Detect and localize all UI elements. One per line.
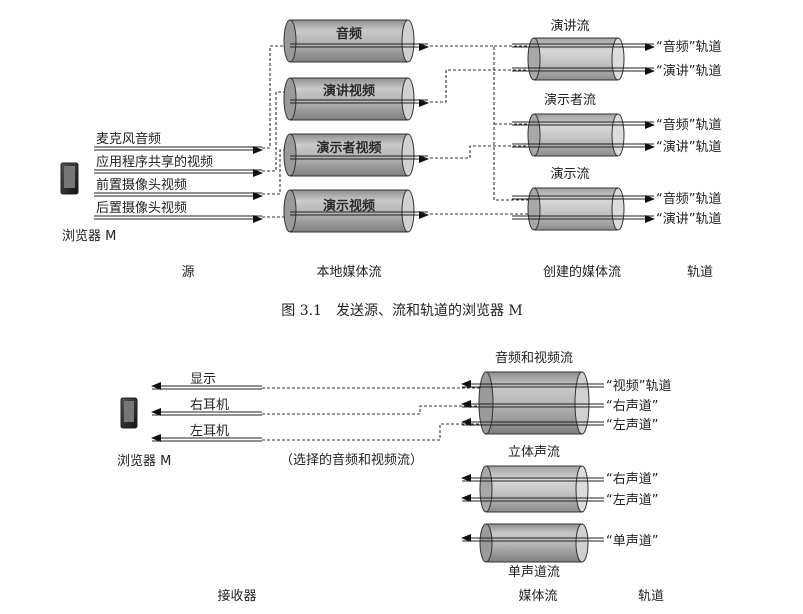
source-app-share-video: 应用程序共享的视频 <box>96 154 213 170</box>
track-right-channel-1: “右声道” <box>606 399 658 414</box>
source-front-camera-video: 前置摄像头视频 <box>96 177 187 193</box>
output-arrows <box>151 382 262 442</box>
output-left-earphone: 左耳机 <box>190 424 229 439</box>
fig1-column-tracks: 轨道 <box>687 265 713 280</box>
local-stream-track-arrows <box>290 43 429 219</box>
source-to-stream-links <box>262 45 288 218</box>
source-mic-audio: 麦克风音频 <box>96 131 161 147</box>
created-stream-lecture <box>527 37 625 81</box>
local-stream-audio: 音频 <box>283 19 415 63</box>
av-stream-cylinder <box>478 371 590 435</box>
track-right-channel-2: “右声道” <box>606 472 658 487</box>
created-stream-demo <box>527 187 625 231</box>
local-stream-lecture-video-label: 演讲视频 <box>323 83 375 99</box>
track-label-audio-3: “音频”轨道 <box>656 191 721 207</box>
mono-stream-cylinder <box>479 523 589 563</box>
track-video: “视频”轨道 <box>606 379 671 394</box>
track-label-audio-2: “音频”轨道 <box>656 117 721 133</box>
stereo-stream-title: 立体声流 <box>508 445 560 460</box>
av-stream-arrows <box>461 380 604 426</box>
track-label-lecture-2: “演讲”轨道 <box>656 139 721 155</box>
source-arrows <box>94 146 263 223</box>
output-right-earphone: 右耳机 <box>190 398 229 413</box>
created-stream-lecture-title: 演讲流 <box>550 18 589 34</box>
source-rear-camera-video: 后置摄像头视频 <box>96 201 187 216</box>
browser-m-label-1: 浏览器 M <box>62 228 116 244</box>
track-label-lecture-3: “演讲”轨道 <box>656 211 721 227</box>
track-label-audio-1: “音频”轨道 <box>656 39 721 55</box>
fig2-column-receiver: 接收器 <box>217 588 256 604</box>
stereo-stream-arrows <box>461 474 604 502</box>
selection-note: （选择的音频和视频流） <box>280 452 423 468</box>
fig2-column-media-streams: 媒体流 <box>518 589 557 604</box>
fig2-column-tracks: 轨道 <box>638 589 664 604</box>
local-stream-demo-video: 演示视频 <box>283 189 415 233</box>
local-to-created-links <box>430 45 528 215</box>
av-stream-title: 音频和视频流 <box>495 350 573 366</box>
stereo-stream-cylinder <box>479 465 589 513</box>
created-stream-presenter-title: 演示者流 <box>544 92 596 108</box>
local-stream-presenter-video-label: 演示者视频 <box>316 140 381 156</box>
output-display: 显示 <box>190 372 216 387</box>
local-stream-demo-video-label: 演示视频 <box>323 198 375 214</box>
fig1-column-created-streams: 创建的媒体流 <box>543 264 621 280</box>
track-mono-channel: “单声道” <box>606 534 658 549</box>
receiver-dashed-links <box>262 387 482 441</box>
browser-m-label-2: 浏览器 M <box>117 453 171 469</box>
figure-caption: 图 3.1 发送源、流和轨道的浏览器 M <box>281 303 523 319</box>
created-stream-presenter <box>527 113 625 157</box>
created-stream-demo-title: 演示流 <box>550 166 589 182</box>
local-stream-presenter-video: 演示者视频 <box>283 133 415 177</box>
mono-stream-arrows <box>461 534 604 542</box>
track-left-channel-2: “左声道” <box>606 493 658 508</box>
track-left-channel-1: “左声道” <box>606 418 658 433</box>
receiver-browser-device-icon <box>120 397 138 429</box>
browser-device-icon <box>60 162 79 195</box>
mono-stream-title: 单声道流 <box>508 565 560 580</box>
fig1-column-local-streams: 本地媒体流 <box>316 265 381 280</box>
local-stream-audio-label: 音频 <box>336 26 362 42</box>
track-label-lecture-1: “演讲”轨道 <box>656 63 721 79</box>
created-track-arrows <box>512 43 655 223</box>
local-stream-lecture-video: 演讲视频 <box>283 77 415 121</box>
fig1-column-sources: 源 <box>181 265 194 280</box>
